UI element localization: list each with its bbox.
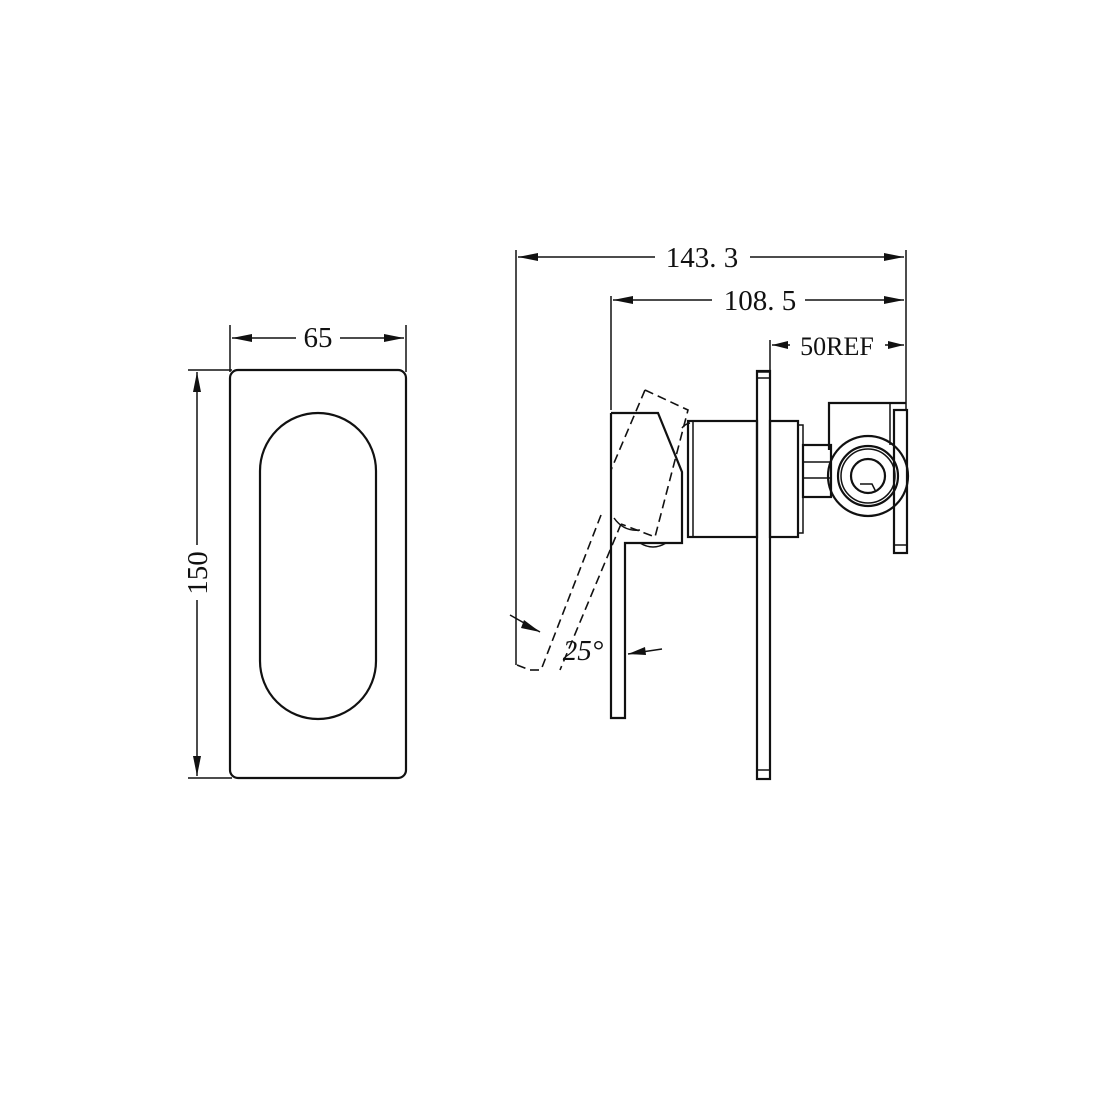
front-view: 65 150	[182, 322, 408, 780]
overall-depth-label: 143. 3	[666, 242, 739, 274]
overall-depth-dimension: 143. 3	[518, 242, 904, 274]
side-view: 143. 3 108. 5 50REF	[509, 242, 910, 781]
angle-label: 25°	[563, 635, 604, 667]
height-label: 150	[182, 551, 214, 595]
handle-depth-label: 108. 5	[724, 285, 797, 317]
lever-rotated-outline	[516, 389, 689, 671]
side-wall-plate	[755, 369, 772, 781]
lever-handle	[609, 411, 684, 720]
valve-body	[801, 401, 910, 555]
spindle-body	[681, 419, 804, 539]
angle-dimension: 25°	[509, 614, 663, 667]
width-label: 65	[304, 322, 333, 354]
body-ref-dimension: 50REF	[772, 332, 904, 361]
height-dimension: 150	[182, 369, 232, 779]
handle-depth-dimension: 108. 5	[613, 285, 904, 317]
body-ref-label: 50REF	[800, 332, 874, 361]
front-plate	[228, 368, 408, 780]
front-lever-oval	[258, 411, 378, 721]
width-dimension: 65	[229, 322, 407, 372]
